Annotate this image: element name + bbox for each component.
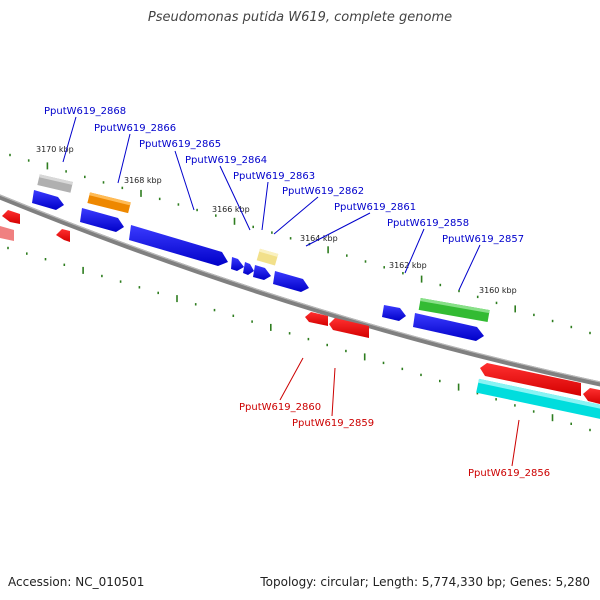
scale-label-3168: 3168 kbp: [124, 176, 162, 185]
gene-2860[interactable]: [305, 312, 328, 326]
gene-red-right-1[interactable]: [480, 363, 581, 396]
label-2866[interactable]: PputW619_2866: [94, 123, 176, 134]
accession-text: Accession: NC_010501: [8, 575, 145, 589]
label-2860[interactable]: PputW619_2860: [239, 402, 321, 413]
gene-blue-4[interactable]: [231, 257, 244, 271]
label-2857[interactable]: PputW619_2857: [442, 234, 524, 245]
label-2859[interactable]: PputW619_2859: [292, 418, 374, 429]
gene-blue-8[interactable]: [382, 305, 406, 321]
gene-red-left-3[interactable]: [56, 229, 70, 242]
label-2858[interactable]: PputW619_2858: [387, 218, 469, 229]
gene-blue-2[interactable]: [80, 208, 124, 232]
scale-ticks: [7, 153, 591, 432]
gene-red-right-2[interactable]: [583, 388, 600, 404]
scale-label-3166: 3166 kbp: [212, 205, 250, 214]
gene-blue-5[interactable]: [243, 262, 254, 275]
gene-2863[interactable]: [256, 248, 279, 266]
label-2862[interactable]: PputW619_2862: [282, 186, 364, 197]
bottom-gene-labels: PputW619_2860 PputW619_2859 PputW619_285…: [239, 402, 550, 479]
gene-blue-3[interactable]: [129, 225, 228, 266]
label-2863[interactable]: PputW619_2863: [233, 171, 315, 182]
gene-2868[interactable]: [37, 174, 73, 193]
scale-label-3164: 3164 kbp: [300, 234, 338, 243]
gene-blue-7[interactable]: [273, 271, 309, 292]
gene-red-left-2[interactable]: [0, 226, 14, 241]
bottom-leader-lines: [279, 357, 520, 467]
gene-blue-1[interactable]: [32, 190, 64, 210]
genes-top-row: [32, 174, 490, 341]
genome-backbone: [0, 194, 600, 387]
label-2856[interactable]: PputW619_2856: [468, 468, 550, 479]
genome-title: Pseudomonas putida W619, complete genome: [147, 10, 453, 25]
label-2868[interactable]: PputW619_2868: [44, 106, 126, 117]
label-2864[interactable]: PputW619_2864: [185, 155, 267, 166]
label-2865[interactable]: PputW619_2865: [139, 139, 221, 150]
gene-blue-6[interactable]: [253, 265, 271, 280]
topology-text: Topology: circular; Length: 5,774,330 bp…: [260, 575, 590, 589]
label-2861[interactable]: PputW619_2861: [334, 202, 416, 213]
gene-red-left-1[interactable]: [2, 210, 20, 224]
genes-bottom-row: [0, 210, 600, 420]
top-leader-lines: [62, 116, 481, 291]
gene-2866[interactable]: [87, 192, 131, 214]
gene-2859[interactable]: [329, 318, 369, 338]
gene-2857[interactable]: [418, 298, 490, 323]
top-gene-labels: PputW619_2868 PputW619_2866 PputW619_286…: [44, 106, 524, 245]
gene-2858[interactable]: [413, 313, 484, 341]
scale-label-3160: 3160 kbp: [479, 286, 517, 295]
gene-2856[interactable]: [476, 378, 600, 420]
scale-label-3170: 3170 kbp: [36, 145, 74, 154]
